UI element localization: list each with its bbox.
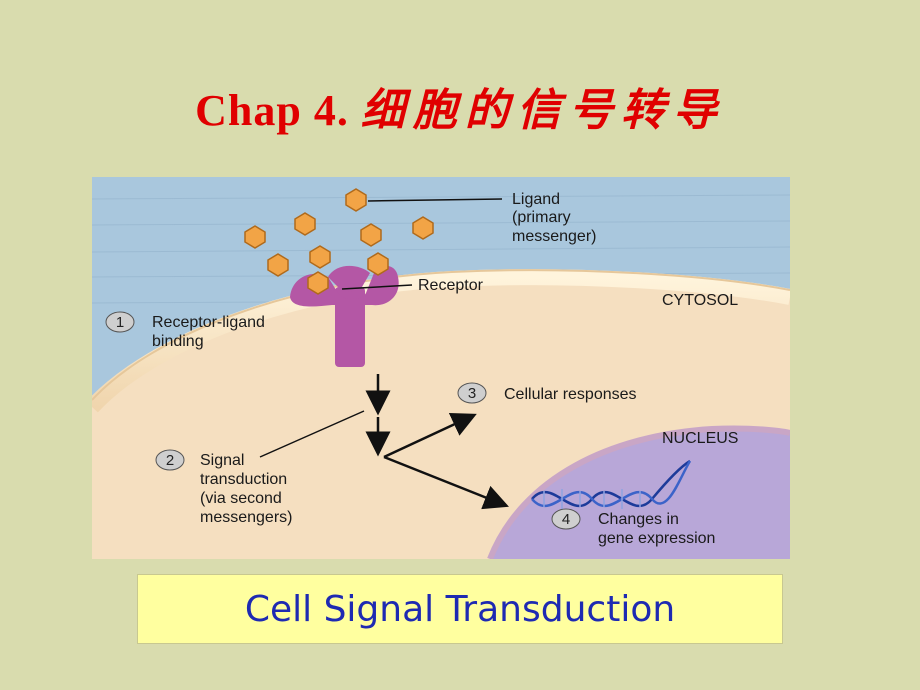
cytosol-label: CYTOSOL (662, 292, 738, 309)
nucleus-label: NUCLEUS (662, 430, 738, 447)
figure-canvas: 1 2 3 4 Ligand (primary messenger) Recep… (92, 177, 790, 559)
step-3-marker: 3 (457, 382, 487, 404)
step-4-label-line1: Changes in (598, 511, 679, 528)
caption-text: Cell Signal Transduction (244, 588, 676, 630)
dna-helix-icon (531, 459, 692, 509)
ligand-hexagon (360, 223, 382, 247)
ligand-label-line2: (primary (512, 209, 571, 226)
arrow-to-nucleus (383, 455, 509, 510)
ligand-hexagon (309, 245, 331, 269)
signal-arrows (365, 374, 509, 510)
ligand-label: Ligand (512, 191, 560, 208)
step-2-label-line1: Signal (200, 452, 244, 469)
step-1-marker: 1 (105, 311, 135, 333)
step-3-number: 3 (468, 385, 476, 402)
ligand-molecules (244, 188, 434, 295)
slide-title: Chap 4. 细胞的信号转导 (0, 74, 920, 138)
signal-transduction-figure: 1 2 3 4 Ligand (primary messenger) Recep… (92, 177, 790, 559)
ligand-hexagon (367, 252, 389, 276)
ligand-hexagon (412, 216, 434, 240)
step-2-label-line4: messengers) (200, 509, 292, 526)
ligand-hexagon (307, 271, 329, 295)
plasma-membrane (92, 269, 790, 413)
label-pointers (259, 198, 503, 458)
ligand-label-line3: messenger) (512, 228, 596, 245)
title-prefix: Chap 4. (195, 86, 349, 135)
ligand-hexagon (267, 253, 289, 277)
ligand-hexagon (294, 212, 316, 236)
ligand-hexagon (345, 188, 367, 212)
step-4-number: 4 (562, 511, 570, 528)
title-chinese: 细胞的信号转导 (360, 85, 725, 136)
step-4-label-line2: gene expression (598, 530, 715, 547)
arrow-to-responses (383, 413, 477, 459)
step-4-marker: 4 (551, 508, 581, 530)
step-2-label-line2: transduction (200, 471, 287, 488)
nuclear-envelope (487, 425, 790, 559)
step-1-label-line2: binding (152, 333, 204, 350)
step-2-marker: 2 (155, 449, 185, 471)
receptor-label: Receptor (418, 277, 484, 294)
step-1-number: 1 (116, 314, 124, 331)
step-1-label-line1: Receptor-ligand (152, 314, 265, 331)
step-3-label: Cellular responses (504, 386, 637, 403)
caption-box: Cell Signal Transduction (137, 574, 783, 644)
step-2-label-line3: (via second (200, 490, 282, 507)
step-2-number: 2 (166, 452, 174, 469)
ligand-hexagon (244, 225, 266, 249)
